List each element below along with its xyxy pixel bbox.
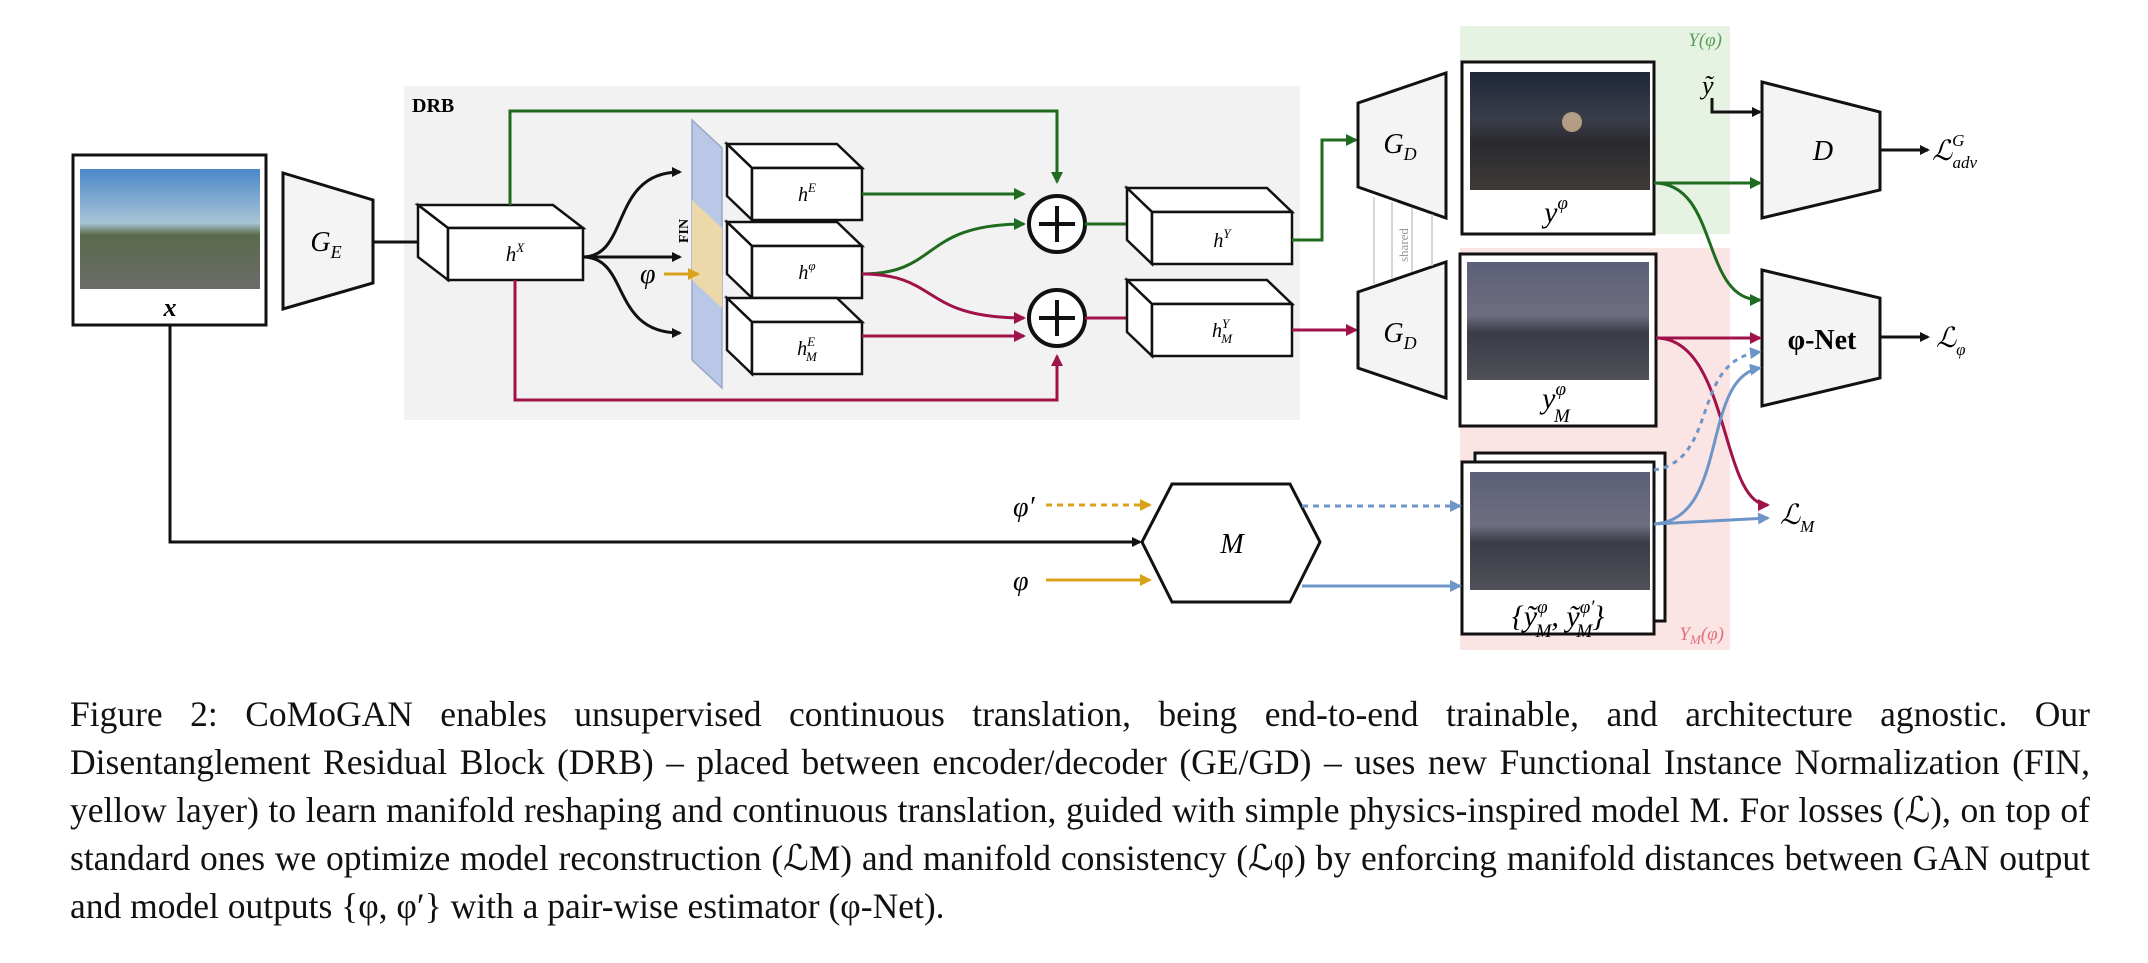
- fin-phi-symbol: φ: [640, 259, 656, 290]
- phi-net: [1760, 268, 1882, 408]
- model-outputs-image: [1470, 472, 1650, 590]
- caption-text: Figure 2: CoMoGAN enables unsupervised c…: [70, 694, 2090, 926]
- encoder-label: GE: [310, 227, 341, 262]
- disc-label: D: [1812, 136, 1833, 167]
- region-ym-label: YM(φ): [1679, 624, 1724, 647]
- arrow-hphi-plus1: [861, 218, 1026, 276]
- loss-phi: ℒφ: [1936, 323, 1966, 359]
- hphi-label: hφ: [798, 258, 815, 284]
- shared-label: shared: [1396, 228, 1411, 262]
- loss-m: ℒM: [1780, 500, 1815, 536]
- output-y-label: yφ: [1541, 193, 1568, 229]
- phi-prime-input: φ′: [1013, 492, 1035, 523]
- arrow-ym-lossm: [1655, 336, 1770, 511]
- sum-node-y: [1027, 194, 1087, 254]
- arrow-y-phinet: [1653, 181, 1762, 306]
- arrow-hx-he: [582, 167, 682, 259]
- architecture-diagram: Y(φ) YM(φ) DRB x GE hX FIN φ hE: [71, 26, 1977, 650]
- decoder-bottom-label: GD: [1383, 318, 1416, 353]
- arrow-hy-gd: [1292, 134, 1358, 242]
- phinet-label: φ-Net: [1788, 325, 1857, 356]
- hx-feature-block: hX: [414, 202, 587, 283]
- hy-feature-block: hY: [1123, 185, 1296, 267]
- drb-label: DRB: [412, 95, 454, 117]
- arrow-hphi-plus2: [861, 272, 1026, 324]
- arrow-model-phinet-dashed: [1653, 347, 1762, 472]
- input-image: [80, 169, 260, 289]
- arrow-x-model: [168, 325, 1142, 547]
- model-label: M: [1219, 529, 1245, 560]
- arrow-hx-hme: [582, 255, 682, 338]
- encoder-ge: [281, 170, 375, 311]
- arrow-model-lossm: [1653, 512, 1770, 526]
- discriminator-d: [1760, 80, 1882, 220]
- phi-input: φ: [1013, 566, 1029, 597]
- sum-node-ym: [1027, 288, 1087, 348]
- output-ym-image: [1467, 262, 1649, 380]
- physics-model-m: [1140, 482, 1322, 604]
- he-feature-block: hE: [723, 141, 866, 223]
- skip-crimson: [513, 280, 1063, 402]
- output-y-image: [1470, 72, 1650, 190]
- figure-caption: Figure 2: CoMoGAN enables unsupervised c…: [70, 690, 2090, 930]
- skip-green: [508, 109, 1063, 205]
- shared-weights: [1373, 197, 1433, 284]
- hphi-feature-block: hφ: [723, 219, 866, 301]
- region-y-label: Y(φ): [1688, 30, 1722, 51]
- y-tilde-label: ỹ: [1699, 71, 1715, 100]
- hx-label: hX: [506, 240, 526, 266]
- decoder-top-label: GD: [1383, 129, 1416, 164]
- arrow-model-phinet: [1653, 363, 1762, 526]
- decoder-gd-top: [1356, 70, 1448, 221]
- input-label: x: [163, 293, 177, 322]
- fin-layer: FIN: [677, 118, 723, 390]
- hy-label: hY: [1213, 226, 1232, 252]
- he-label: hE: [798, 180, 816, 206]
- decoder-gd-bottom: [1356, 259, 1448, 401]
- fin-label: FIN: [677, 219, 692, 243]
- arrow-ytilde-d: [1710, 98, 1762, 117]
